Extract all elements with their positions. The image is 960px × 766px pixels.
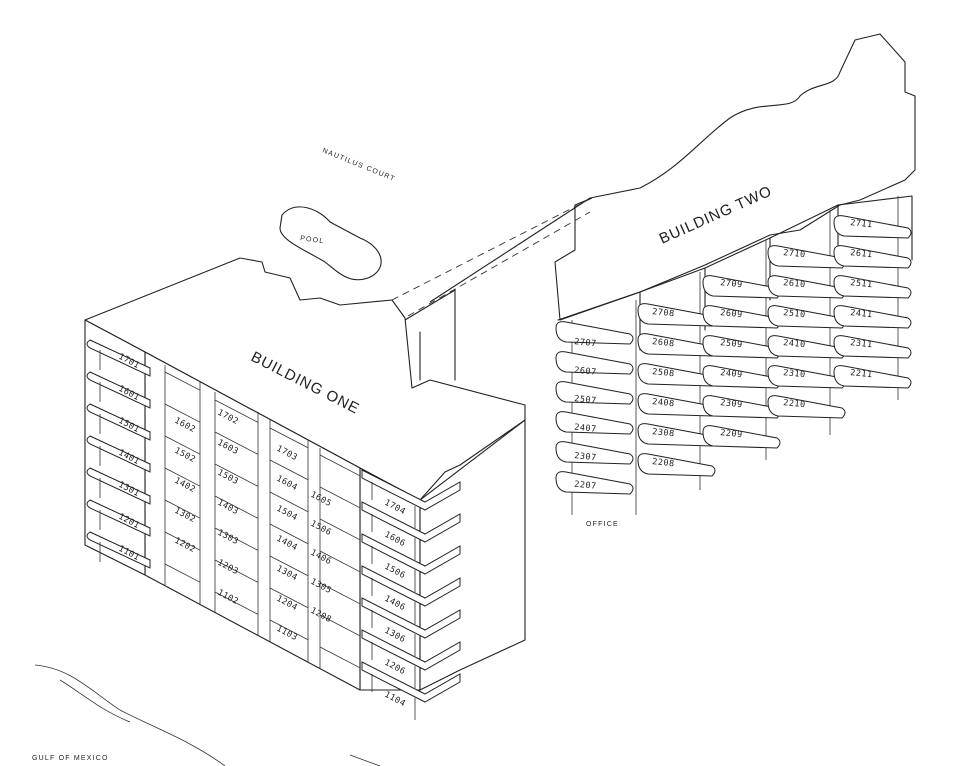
unit-label: 2409 [720,368,743,380]
building-one-balconies [86,339,461,720]
balcony [555,351,634,375]
balcony [86,467,151,505]
unit-label: 2207 [574,480,597,492]
office-label: OFFICE [586,521,619,528]
unit-label: 2708 [652,307,675,319]
unit-label: 2309 [720,398,743,410]
balcony [555,411,634,435]
balcony [637,453,716,477]
unit-label: 2209 [720,428,743,440]
unit-label: 2211 [850,368,873,380]
unit-label: 2311 [850,338,873,350]
building-two-roof [429,33,916,321]
balcony [833,275,912,299]
gulf-label: GULF OF MEXICO [32,755,109,762]
unit-label: 2511 [850,278,873,290]
balcony [361,597,461,639]
balcony [361,661,461,703]
unit-label: 2608 [652,337,675,349]
balcony [361,565,461,607]
nautilus-court-label: NAUTILUS COURT [321,147,396,183]
unit-label: 2410 [783,338,806,350]
unit-label: 2607 [574,366,597,378]
unit-label: 2710 [783,248,806,260]
balcony [555,321,634,345]
unit-label: 2407 [574,423,597,435]
building-one-floor-lines [164,371,361,669]
unit-label: 2210 [783,398,806,410]
balcony [833,335,912,359]
balcony [767,395,846,419]
unit-label: 2707 [574,337,597,349]
unit-label: 2308 [652,427,675,439]
unit-label: 2509 [720,338,743,350]
balcony [767,365,846,389]
pool [279,206,382,281]
balcony [767,335,846,359]
unit-label: 2510 [783,308,806,320]
balcony [86,403,151,441]
unit-label: 2507 [574,394,597,406]
unit-label: 2508 [652,367,675,379]
building-one-roof [84,257,526,501]
balcony [833,215,912,239]
balcony [767,275,846,299]
balcony [86,371,151,409]
balcony [361,629,461,671]
unit-label: 2709 [720,278,743,290]
balcony [555,441,634,465]
balcony [86,499,151,537]
balcony [833,305,912,329]
unit-label: 1104 [383,690,408,709]
balcony [833,365,912,389]
unit-label: 2609 [720,308,743,320]
unit-label: 2408 [652,397,675,409]
balcony [86,339,151,377]
pool-label: POOL [300,235,325,245]
balcony [555,471,634,495]
unit-label: 2310 [783,368,806,380]
unit-label: 2208 [652,457,675,469]
building-two-balconies [555,215,912,495]
connector-walkway [391,197,593,317]
balcony [555,381,634,405]
balcony [702,425,781,449]
building-one [84,257,526,691]
unit-label: 2611 [850,248,873,260]
balcony [833,245,912,269]
balcony [767,305,846,329]
balcony [86,531,151,569]
balcony [361,501,461,543]
unit-label: 2711 [850,218,873,230]
balcony [361,533,461,575]
unit-label: 2411 [850,308,873,320]
balcony [361,469,461,511]
unit-label: 2610 [783,278,806,290]
shoreline [34,664,381,766]
balcony [767,245,846,269]
unit-label: 2307 [574,451,597,463]
balcony [86,435,151,473]
